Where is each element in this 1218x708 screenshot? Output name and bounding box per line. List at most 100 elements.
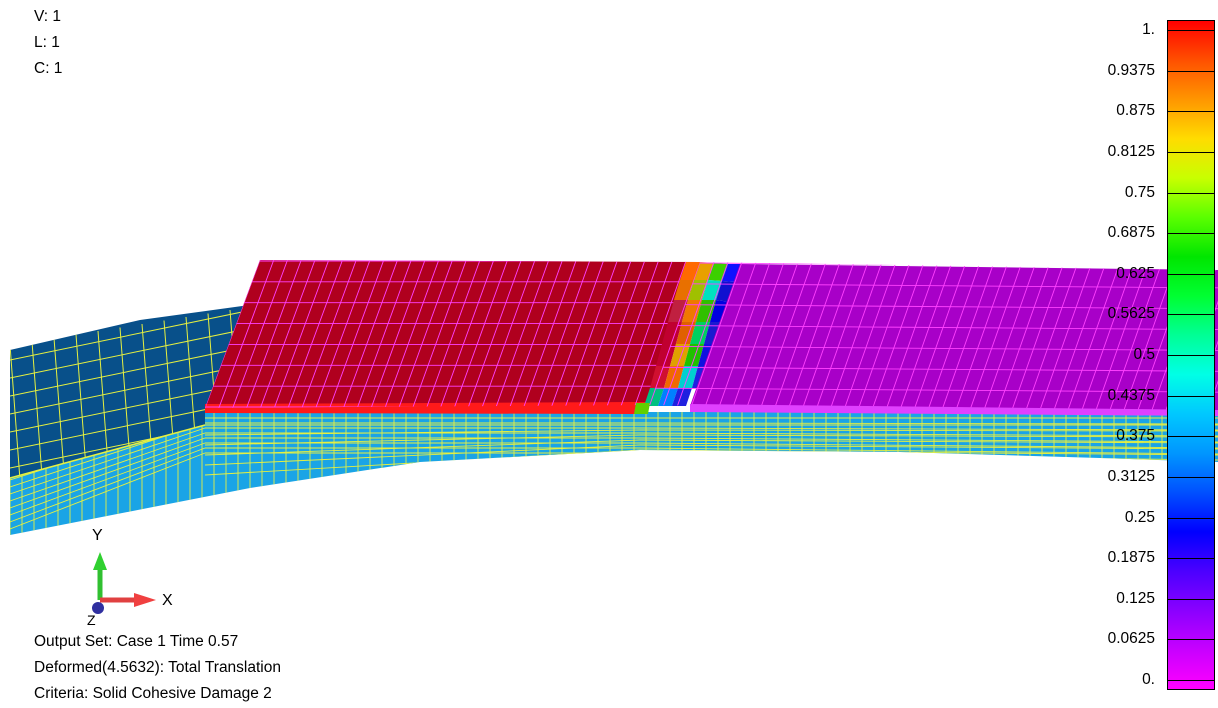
mesh-line xyxy=(564,260,618,408)
legend-tick xyxy=(1167,192,1215,194)
left-plate-surface xyxy=(10,298,300,478)
legend-tick xyxy=(1167,355,1215,356)
legend-level-label: 0.5625 xyxy=(1107,305,1155,323)
legend-level-label: 0.0625 xyxy=(1107,630,1155,648)
legend-level-label: 0.1875 xyxy=(1107,549,1155,567)
legend-level-label: 0.6875 xyxy=(1107,224,1155,242)
mesh-line xyxy=(467,260,522,408)
deformed-label: Deformed(4.5632): Total Translation xyxy=(34,659,281,676)
mesh-line xyxy=(639,447,1218,455)
mesh-line xyxy=(495,260,550,408)
legend-level-label: 0.3125 xyxy=(1107,467,1155,485)
mesh-line xyxy=(815,262,869,411)
legend-tick xyxy=(1167,598,1215,600)
mesh-line xyxy=(927,262,981,411)
mesh-line xyxy=(522,260,577,408)
mesh-line xyxy=(662,366,1218,372)
legend-tick xyxy=(1167,70,1215,72)
mesh-line xyxy=(655,387,1218,393)
mesh-line xyxy=(639,432,1218,437)
mesh-line xyxy=(899,262,953,411)
mesh-line xyxy=(685,304,1218,310)
mesh-line xyxy=(119,327,131,461)
legend-tick xyxy=(1167,233,1215,235)
mesh-line xyxy=(509,260,563,408)
mesh-line xyxy=(857,262,911,411)
mesh-line xyxy=(1081,262,1135,411)
legend-tick xyxy=(1167,314,1215,316)
mesh-line xyxy=(536,260,591,408)
mesh-line xyxy=(843,262,897,411)
legend-level-label: 0.625 xyxy=(1116,264,1155,282)
mesh-line xyxy=(10,452,206,530)
y-axis-label: Y xyxy=(92,527,103,544)
view-number: V: 1 xyxy=(34,8,61,25)
mesh-line xyxy=(639,427,1218,431)
legend-tick xyxy=(1167,558,1215,560)
mesh-line xyxy=(648,262,701,411)
mesh-line xyxy=(481,260,536,408)
mesh-line xyxy=(343,260,398,408)
mesh-line xyxy=(578,260,632,408)
damaged-edge-strip xyxy=(205,402,648,414)
mesh-line xyxy=(453,260,508,408)
mesh-line xyxy=(639,442,1218,449)
legend-level-label: 0.5 xyxy=(1133,346,1155,363)
mesh-line xyxy=(639,422,1218,425)
legend-tick xyxy=(1167,639,1215,641)
legend-level-label: 1. xyxy=(1142,21,1155,38)
mesh-line xyxy=(639,439,1218,444)
legend-tick xyxy=(1167,436,1215,438)
mesh-line xyxy=(141,323,153,457)
mesh-line xyxy=(426,260,481,408)
mesh-line xyxy=(218,260,275,408)
mesh-line xyxy=(10,447,206,523)
mesh-line xyxy=(885,262,939,411)
mesh-line xyxy=(619,260,673,408)
legend-level-label: 0.75 xyxy=(1124,183,1155,201)
legend-level-label: 0.125 xyxy=(1116,589,1155,607)
legend-tick xyxy=(1167,273,1215,275)
mesh-line xyxy=(204,434,641,446)
mesh-line xyxy=(185,316,197,449)
mesh-line xyxy=(633,260,687,408)
mesh-line xyxy=(10,427,206,495)
mesh-line xyxy=(745,262,799,411)
mesh-line xyxy=(639,429,1218,432)
mesh-line xyxy=(259,260,316,408)
legend-tick xyxy=(1167,395,1215,397)
mesh-line xyxy=(315,260,371,408)
mesh-line xyxy=(439,260,495,408)
legend-level-label: 0.8125 xyxy=(1107,142,1155,160)
output-set-label: Output Set: Case 1 Time 0.57 xyxy=(34,633,239,650)
mesh-line xyxy=(273,260,330,408)
legend-level-label: 0.375 xyxy=(1116,427,1155,445)
mesh-line xyxy=(639,444,1218,450)
mesh-line xyxy=(1095,262,1149,411)
mesh-line xyxy=(592,260,646,408)
z-axis-marker xyxy=(92,602,104,614)
legend-level-label: 0.875 xyxy=(1116,102,1155,120)
legend-level-label: 0.25 xyxy=(1124,508,1155,526)
mesh-line xyxy=(759,262,813,411)
mesh-line xyxy=(329,260,385,408)
criteria-label: Criteria: Solid Cohesive Damage 2 xyxy=(34,685,272,702)
mesh-line xyxy=(398,260,453,408)
mesh-line xyxy=(75,334,87,469)
mesh-line xyxy=(639,437,1218,443)
mesh-line xyxy=(829,262,883,411)
mesh-line xyxy=(787,262,841,411)
mesh-line xyxy=(677,325,1218,331)
mesh-line xyxy=(913,262,967,411)
mesh-line xyxy=(801,262,855,411)
legend-tick xyxy=(1167,476,1215,478)
mesh-line xyxy=(53,337,65,473)
coordinate-triad xyxy=(92,552,156,614)
mesh-line xyxy=(10,432,206,502)
mesh-line xyxy=(703,262,757,411)
legend-level-label: 0.4375 xyxy=(1107,386,1155,404)
mesh-line xyxy=(1109,262,1163,411)
mesh-line xyxy=(10,437,206,509)
mesh-line xyxy=(717,262,771,411)
